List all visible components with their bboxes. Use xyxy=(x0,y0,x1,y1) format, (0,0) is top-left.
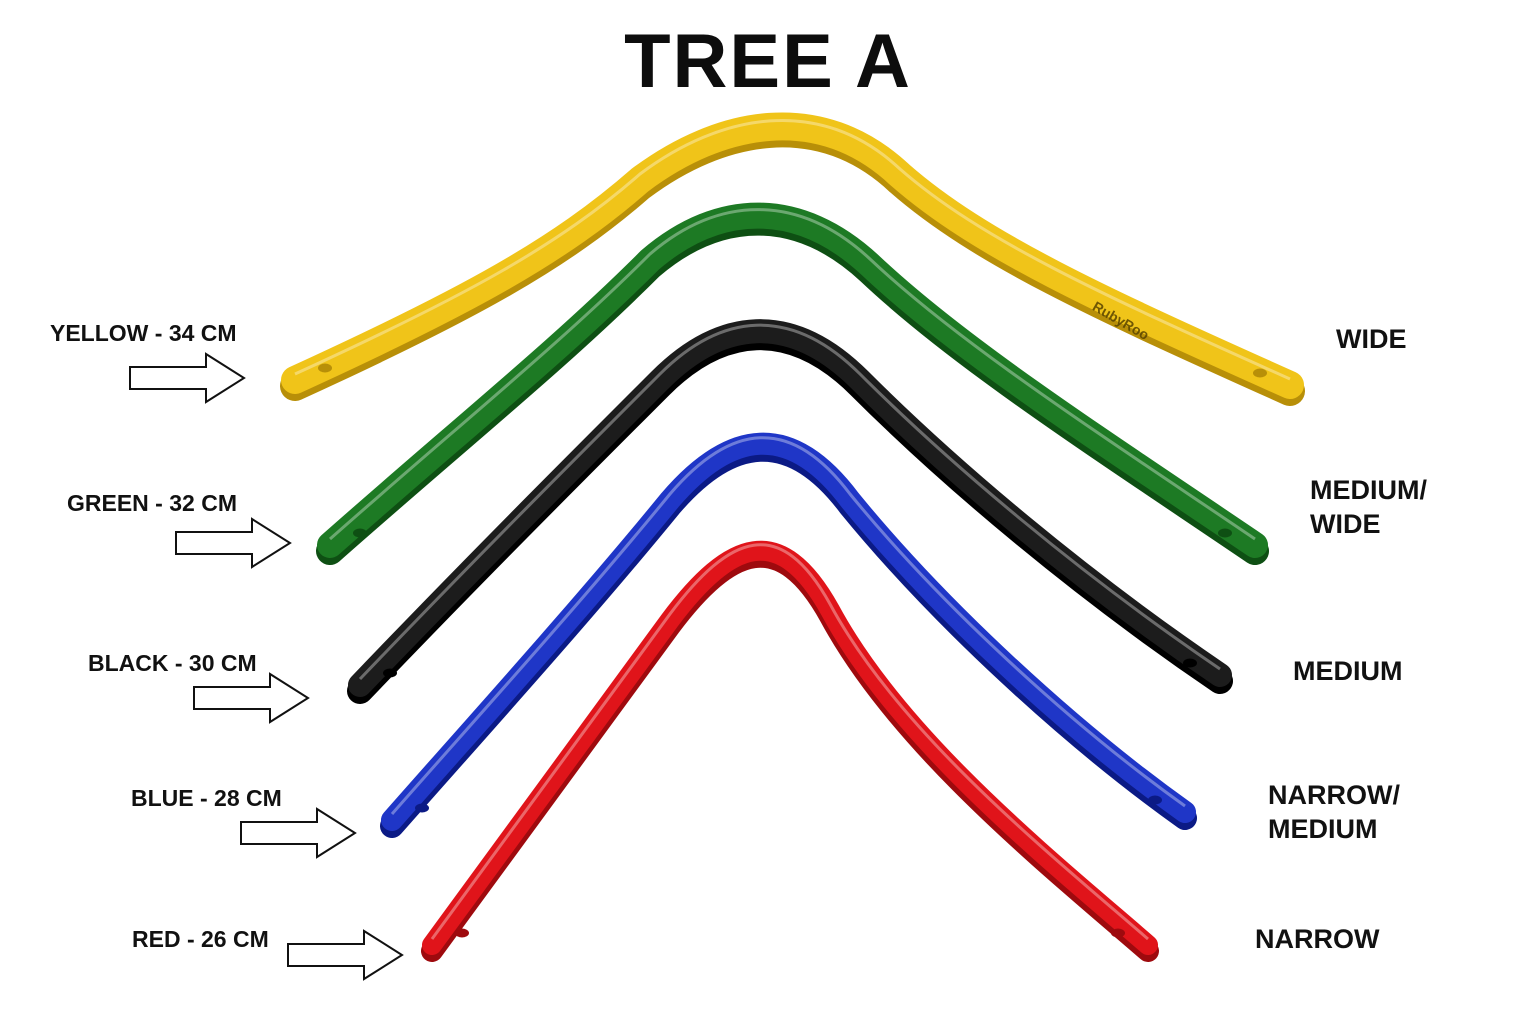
screw-hole-icon xyxy=(1253,368,1267,378)
arrow-right-icon xyxy=(193,672,310,724)
size-label-green: GREEN - 32 CM xyxy=(67,490,237,516)
screw-hole-icon xyxy=(415,803,429,813)
size-label-yellow: YELLOW - 34 CM xyxy=(50,320,237,346)
fit-label-line: MEDIUM xyxy=(1293,656,1403,686)
screw-hole-icon xyxy=(1183,658,1197,668)
fit-label-red: NARROW xyxy=(1255,922,1379,956)
fit-label-line: WIDE xyxy=(1336,324,1407,354)
screw-hole-icon xyxy=(318,363,332,373)
page-title: TREE A xyxy=(624,19,912,104)
gullet-bar-black xyxy=(347,319,1233,704)
arrow-right-icon xyxy=(175,517,292,569)
arrow-right-icon xyxy=(287,929,404,981)
gullet-bar-yellow xyxy=(280,112,1305,406)
fit-label-black: MEDIUM xyxy=(1293,654,1403,688)
fit-label-green: MEDIUM/WIDE xyxy=(1310,473,1427,541)
screw-hole-icon xyxy=(353,528,367,538)
gullet-bar-green xyxy=(316,202,1269,565)
arrow-right-icon xyxy=(240,807,357,859)
fit-label-line: NARROW xyxy=(1255,924,1380,954)
screw-hole-icon xyxy=(455,928,469,938)
fit-label-line: WIDE xyxy=(1310,509,1381,539)
gullet-bar-blue xyxy=(380,432,1197,838)
screw-hole-icon xyxy=(1111,928,1125,938)
screw-hole-icon xyxy=(1218,528,1232,538)
fit-label-line: NARROW/ xyxy=(1268,780,1400,810)
screw-hole-icon xyxy=(1148,795,1162,805)
gullet-bar-red xyxy=(421,540,1159,962)
fit-label-blue: NARROW/MEDIUM xyxy=(1268,778,1400,846)
size-label-blue: BLUE - 28 CM xyxy=(131,785,282,811)
size-label-red: RED - 26 CM xyxy=(132,926,269,952)
screw-hole-icon xyxy=(383,668,397,678)
size-label-black: BLACK - 30 CM xyxy=(88,650,257,676)
arrow-right-icon xyxy=(129,352,246,404)
fit-label-line: MEDIUM/ xyxy=(1310,475,1427,505)
fit-label-line: MEDIUM xyxy=(1268,814,1378,844)
fit-label-yellow: WIDE xyxy=(1336,322,1407,356)
